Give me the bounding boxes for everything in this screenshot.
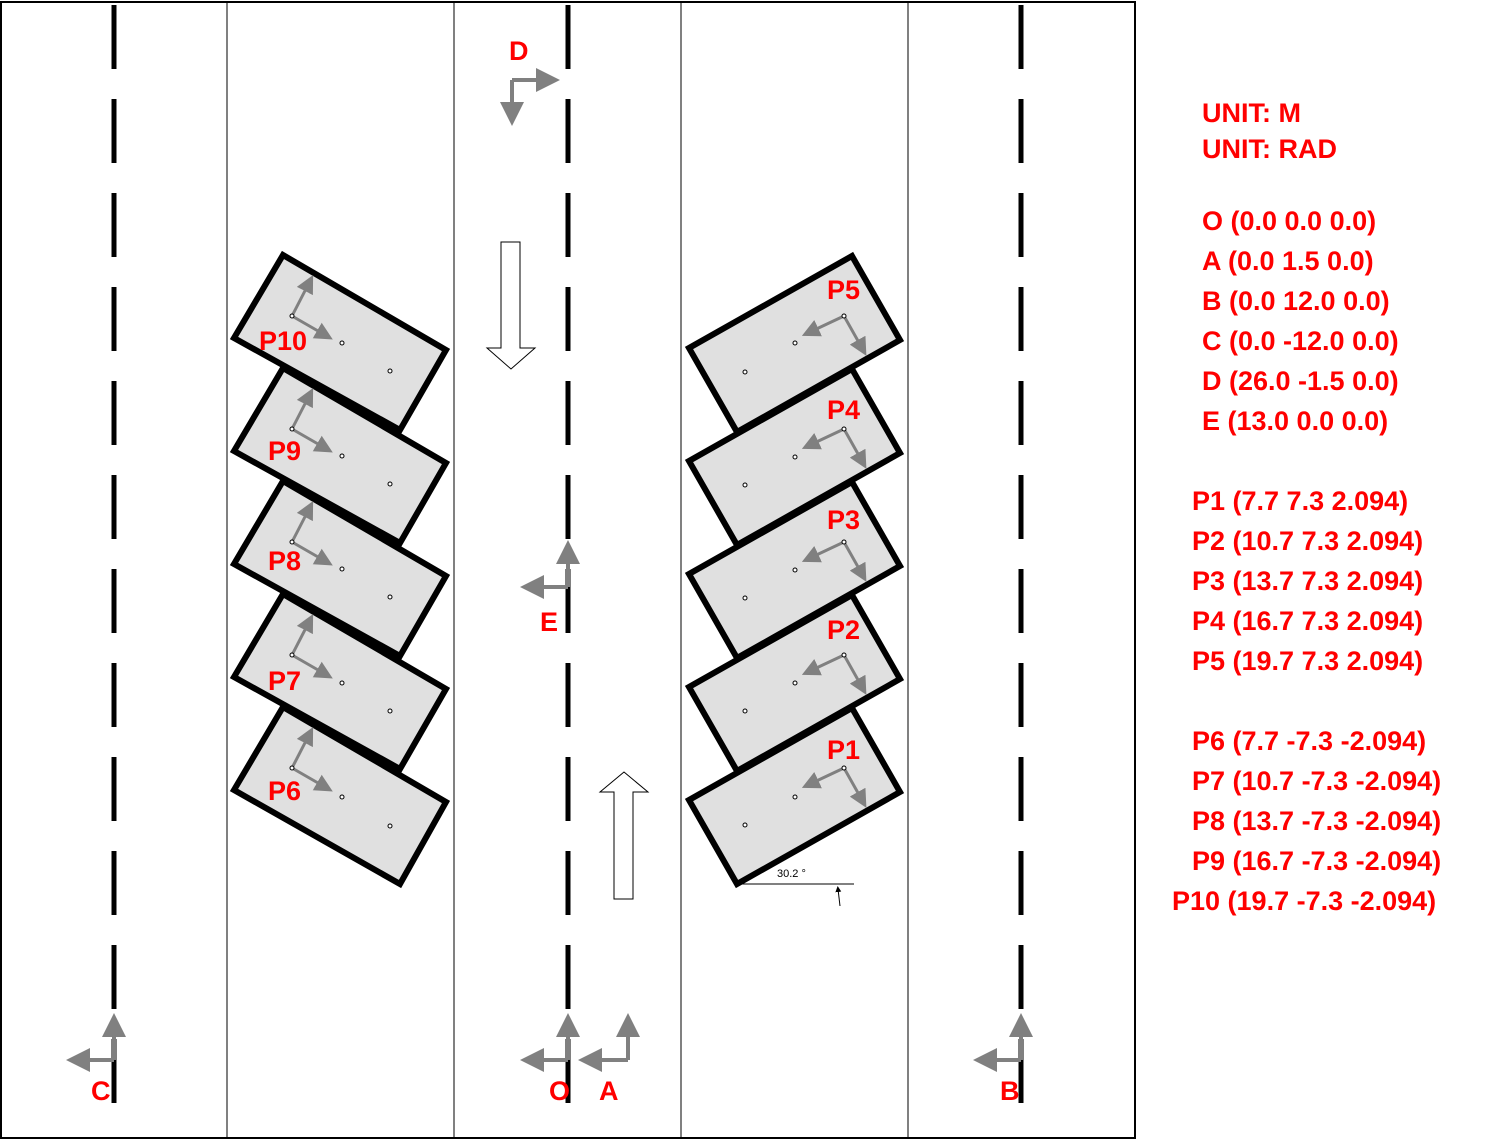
spot-label-p4: P4 [827, 395, 860, 425]
spot-origin-dot [841, 652, 847, 658]
spot-marker-dot [387, 368, 393, 374]
spot-axis-arrow [801, 653, 845, 676]
spot-axis-arrow [290, 387, 314, 430]
point-c: C (0.0 -12.0 0.0) [1202, 326, 1399, 356]
unit-angle: UNIT: RAD [1202, 134, 1337, 164]
point-o: O (0.0 0.0 0.0) [1202, 206, 1376, 236]
spot-axis-arrow [801, 766, 845, 789]
spot-origin-dot [289, 539, 295, 545]
spot-axis-arrow [842, 767, 867, 808]
spot-p5: P5 (19.7 7.3 2.094) [1192, 646, 1423, 676]
spot-origin-dot [841, 539, 847, 545]
spot-origin-dot [289, 426, 295, 432]
spot-label-p10: P10 [259, 326, 307, 356]
spot-marker-dot [387, 594, 393, 600]
spot-axis-arrow [801, 314, 845, 337]
frame-label-o: O [549, 1076, 570, 1106]
spot-p8: P8 (13.7 -7.3 -2.094) [1192, 806, 1441, 836]
spot-origin-dot [841, 765, 847, 771]
spot-axis-arrow [801, 540, 845, 563]
point-d: D (26.0 -1.5 0.0) [1202, 366, 1399, 396]
spot-marker-dot [742, 595, 748, 601]
spot-marker-dot [792, 454, 798, 460]
spot-p7: P7 (10.7 -7.3 -2.094) [1192, 766, 1441, 796]
unit-length: UNIT: M [1202, 98, 1301, 128]
spot-marker-dot [387, 823, 393, 829]
frame-label-e: E [540, 607, 558, 637]
spot-marker-dot [792, 567, 798, 573]
spot-axis-arrow [291, 653, 333, 679]
angle-arrow [835, 886, 842, 907]
spot-axis-arrow [291, 766, 333, 792]
spot-p9: P9 (16.7 -7.3 -2.094) [1192, 846, 1441, 876]
parking-spots [229, 250, 905, 889]
spot-axis-arrow [291, 427, 333, 453]
spot-origin-dot [289, 652, 295, 658]
spot-axis-arrow [842, 654, 867, 695]
spot-axis-arrow [801, 427, 845, 450]
spot-marker-dot [742, 482, 748, 488]
up-arrow-icon [598, 771, 650, 900]
spot-origin-dot [289, 313, 295, 319]
spot-origin-dot [841, 426, 847, 432]
frame-label-a: A [599, 1076, 619, 1106]
point-b: B (0.0 12.0 0.0) [1202, 286, 1390, 316]
spot-label-p3: P3 [827, 505, 860, 535]
spot-marker-dot [339, 794, 345, 800]
spot-p3: P3 (13.7 7.3 2.094) [1192, 566, 1423, 596]
coordinate-frames [66, 68, 1033, 1072]
spot-p4: P4 (16.7 7.3 2.094) [1192, 606, 1423, 636]
spot-label-p2: P2 [827, 615, 860, 645]
down-arrow-icon [485, 241, 537, 370]
spot-marker-dot [387, 708, 393, 714]
spot-origin-dot [841, 313, 847, 319]
angle-annotation: 30.2 ° [777, 868, 806, 880]
spot-marker-dot [339, 340, 345, 346]
spot-p6: P6 (7.7 -7.3 -2.094) [1192, 726, 1426, 756]
point-e: E (13.0 0.0 0.0) [1202, 406, 1388, 436]
spot-marker-dot [742, 369, 748, 375]
spot-label-p5: P5 [827, 275, 860, 305]
spot-axis-arrow [290, 726, 314, 769]
spot-axis-arrow [842, 541, 867, 582]
frame-label-b: B [1000, 1076, 1020, 1106]
spot-label-p6: P6 [268, 776, 301, 806]
spot-marker-dot [792, 794, 798, 800]
spot-axis-arrow [842, 428, 867, 469]
spot-marker-dot [792, 340, 798, 346]
spot-label-p9: P9 [268, 436, 301, 466]
spot-label-p8: P8 [268, 546, 301, 576]
spot-origin-dot [289, 765, 295, 771]
spot-marker-dot [387, 481, 393, 487]
spot-marker-dot [339, 453, 345, 459]
frame-label-d: D [509, 36, 529, 66]
spot-marker-dot [742, 822, 748, 828]
spot-marker-dot [792, 680, 798, 686]
spot-axis-arrow [291, 314, 333, 340]
spot-axis-arrow [291, 540, 333, 566]
spot-marker-dot [742, 708, 748, 714]
spot-axis-arrow [842, 315, 867, 356]
spot-p10: P10 (19.7 -7.3 -2.094) [1172, 886, 1436, 916]
frame-label-c: C [91, 1076, 111, 1106]
spot-label-p7: P7 [268, 666, 301, 696]
spot-marker-dot [339, 566, 345, 572]
spot-marker-dot [339, 680, 345, 686]
point-a: A (0.0 1.5 0.0) [1202, 246, 1374, 276]
spot-p2: P2 (10.7 7.3 2.094) [1192, 526, 1423, 556]
spot-axis-arrow [290, 500, 314, 543]
spot-label-p1: P1 [827, 735, 860, 765]
spot-axis-arrow [290, 274, 314, 317]
spot-p1: P1 (7.7 7.3 2.094) [1192, 486, 1408, 516]
spot-axis-arrow [290, 613, 314, 656]
